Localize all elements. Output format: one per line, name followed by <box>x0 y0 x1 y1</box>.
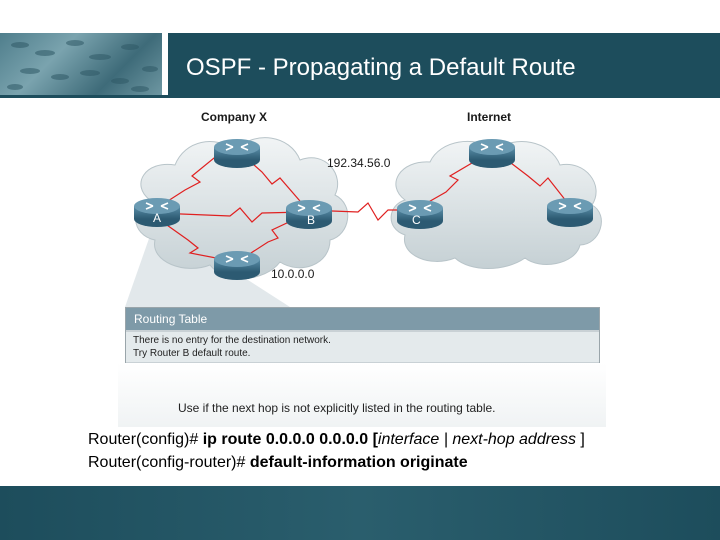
network-diagram: A B C Company X Internet 192.34.56.0 10.… <box>125 110 602 307</box>
command-line-2: Router(config-router)# default-informati… <box>88 454 468 472</box>
internet-label: Internet <box>467 110 511 124</box>
note-background <box>118 363 606 427</box>
link-a-bottom <box>156 217 238 263</box>
header-image <box>0 33 162 95</box>
header-divider <box>0 95 720 98</box>
command-1-prefix: Router(config)# <box>88 431 203 448</box>
network-top-label: 192.34.56.0 <box>327 156 391 170</box>
link-bottom-b <box>236 213 307 263</box>
command-1-text: ip route 0.0.0.0 0.0.0.0 [ <box>202 431 378 448</box>
fish-school-icon <box>7 40 158 92</box>
router-top-right <box>469 139 515 168</box>
command-2-text: default-information originate <box>249 454 468 471</box>
command-2-prefix: Router(config-router)# <box>88 454 250 471</box>
slide-title: OSPF - Propagating a Default Route <box>186 54 576 81</box>
router-a: A <box>134 198 180 227</box>
link-a-b <box>156 207 307 223</box>
internet-cloud <box>390 140 602 269</box>
company-x-label: Company X <box>201 110 267 124</box>
routing-table-line-2: Try Router B default route. <box>133 348 251 359</box>
routing-table-title: Routing Table <box>126 308 599 330</box>
router-c: C <box>397 200 443 229</box>
router-b-label: B <box>307 213 315 227</box>
router-right <box>547 198 593 227</box>
routing-table-line-1: There is no entry for the destination ne… <box>133 335 331 346</box>
slide-header: OSPF - Propagating a Default Route <box>0 0 720 98</box>
routing-table-panel: Routing Table There is no entry for the … <box>125 307 600 365</box>
routing-table-body: There is no entry for the destination ne… <box>126 332 599 362</box>
router-bottom <box>214 251 260 280</box>
slide-footer <box>0 486 720 540</box>
command-1-end: ] <box>575 431 585 448</box>
network-bottom-label: 10.0.0.0 <box>271 267 315 281</box>
link-c-top <box>417 149 495 209</box>
link-b-c <box>305 202 418 221</box>
router-c-label: C <box>412 213 421 227</box>
router-a-label: A <box>153 211 161 225</box>
link-top-right <box>493 149 571 207</box>
note-text: Use if the next hop is not explicitly li… <box>178 401 496 415</box>
title-bar <box>168 33 720 95</box>
company-x-cloud <box>135 137 349 279</box>
router-b: B <box>286 200 332 229</box>
command-line-1: Router(config)# ip route 0.0.0.0 0.0.0.0… <box>88 431 585 449</box>
router-top-left <box>214 139 260 168</box>
command-1-args: interface | next-hop address <box>377 431 576 448</box>
